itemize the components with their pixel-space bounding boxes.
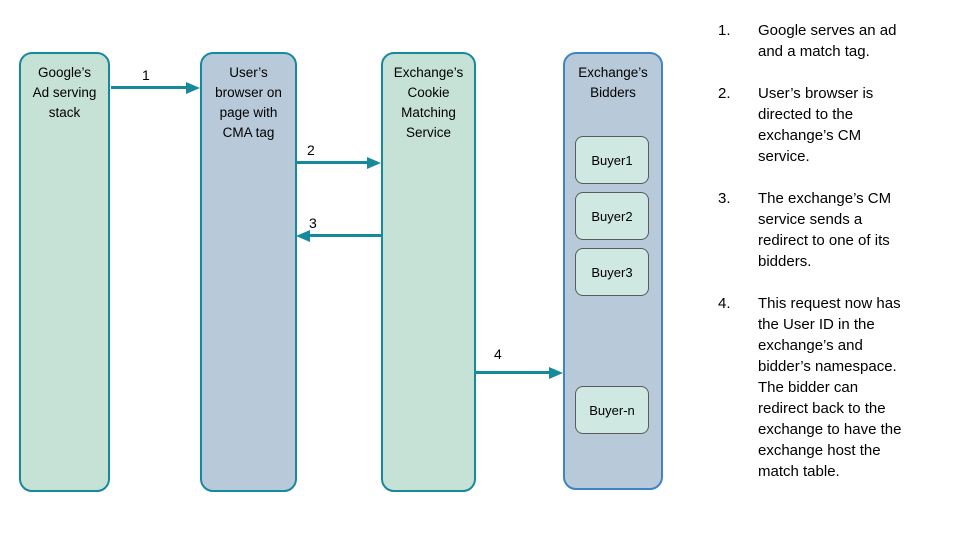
step-item-1: 1. Google serves an ad and a match tag. xyxy=(718,20,953,62)
node-label: Google’s Ad serving stack xyxy=(32,65,97,120)
arrow-shaft xyxy=(111,86,186,89)
arrow-label-3: 3 xyxy=(309,215,317,231)
buyer-box-n: Buyer-n xyxy=(575,386,649,434)
buyer-label: Buyer2 xyxy=(591,208,633,224)
arrow-4 xyxy=(474,366,563,379)
step-item-3: 3. The exchange’s CM service sends a red… xyxy=(718,188,953,272)
arrow-1 xyxy=(111,81,200,94)
step-text: Google serves an ad and a match tag. xyxy=(758,22,897,60)
arrow-3 xyxy=(296,229,381,242)
step-number: 4. xyxy=(718,295,731,312)
arrow-head xyxy=(296,229,310,242)
node-user-browser: User’s browser on page with CMA tag xyxy=(200,52,297,492)
buyer-label: Buyer-n xyxy=(589,402,635,418)
arrow-label-1: 1 xyxy=(142,67,150,83)
step-text: User’s browser is directed to the exchan… xyxy=(758,85,874,165)
arrow-shaft xyxy=(297,161,367,164)
buyer-box-1: Buyer1 xyxy=(575,136,649,184)
node-label: Exchange’s Bidders xyxy=(578,65,648,100)
buyer-label: Buyer1 xyxy=(591,152,633,168)
node-label: User’s browser on page with CMA tag xyxy=(215,65,282,140)
arrow-shaft xyxy=(474,371,549,374)
node-cookie-matching-service: Exchange’s Cookie Matching Service xyxy=(381,52,476,492)
buyer-box-2: Buyer2 xyxy=(575,192,649,240)
node-google-ad-stack: Google’s Ad serving stack xyxy=(19,52,110,492)
step-text: This request now has the User ID in the … xyxy=(758,295,902,480)
step-number: 1. xyxy=(718,22,731,39)
step-item-2: 2. User’s browser is directed to the exc… xyxy=(718,83,953,167)
steps-list: 1. Google serves an ad and a match tag. … xyxy=(718,20,953,503)
step-item-4: 4. This request now has the User ID in t… xyxy=(718,293,953,482)
step-text: The exchange’s CM service sends a redire… xyxy=(758,190,892,270)
arrow-head xyxy=(186,81,200,94)
step-number: 3. xyxy=(718,190,731,207)
buyer-box-3: Buyer3 xyxy=(575,248,649,296)
arrow-2 xyxy=(297,156,381,169)
arrow-head xyxy=(367,156,381,169)
arrow-head xyxy=(549,366,563,379)
step-number: 2. xyxy=(718,85,731,102)
arrow-label-4: 4 xyxy=(494,346,502,362)
buyer-label: Buyer3 xyxy=(591,264,633,280)
arrow-shaft xyxy=(310,234,381,237)
node-exchange-bidders: Exchange’s Bidders Buyer1 Buyer2 Buyer3 … xyxy=(563,52,663,490)
arrow-label-2: 2 xyxy=(307,142,315,158)
node-label: Exchange’s Cookie Matching Service xyxy=(393,65,464,140)
